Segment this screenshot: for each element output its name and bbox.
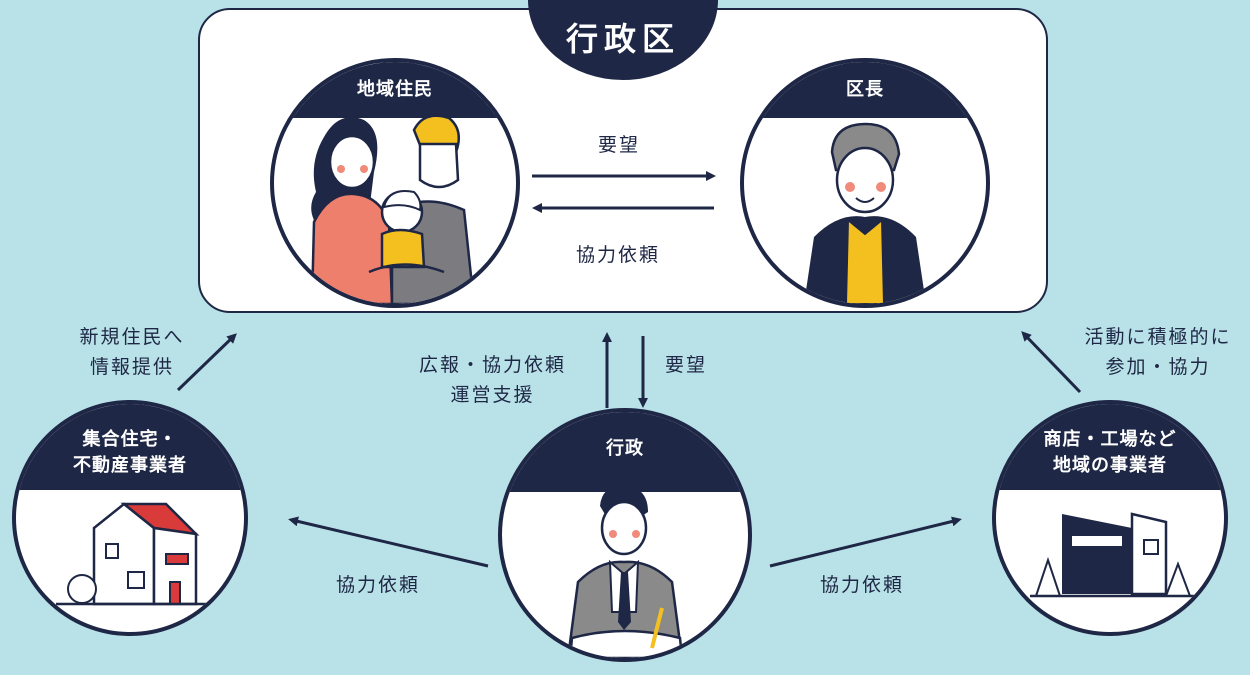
- label-chief-to-residents: 協力依頼: [576, 244, 661, 266]
- business-label-line2: 地域の事業者: [1053, 455, 1167, 476]
- arrow-gov-to-housing: [288, 516, 489, 568]
- shop-factory-illustration: [1030, 512, 1196, 598]
- residents-node: 地域住民: [270, 58, 520, 308]
- government-label: 行政: [606, 438, 644, 459]
- label-housing-to-ward-line2: 情報提供: [89, 356, 174, 378]
- elderly-man-illustration: [804, 122, 926, 304]
- family-illustration: [310, 114, 476, 304]
- housing-label-line1: 集合住宅・: [82, 429, 178, 450]
- government-caption: 行政: [502, 412, 748, 492]
- label-gov-to-business: 協力依頼: [820, 574, 905, 596]
- ward-title: 行政区: [565, 20, 680, 58]
- label-gov-to-ward-line1: 広報・協力依頼: [418, 354, 566, 376]
- housing-label-line2: 不動産事業者: [73, 455, 187, 476]
- label-business-to-ward-line2: 参加・協力: [1105, 356, 1211, 378]
- label-residents-to-chief: 要望: [598, 134, 641, 156]
- label-housing-to-ward: 新規住民へ 情報提供: [62, 322, 202, 382]
- residents-label: 地域住民: [357, 79, 433, 100]
- ward-chief-node: 区長: [740, 58, 990, 308]
- arrow-business-to-ward: [1021, 331, 1082, 394]
- arrow-housing-to-ward: [176, 333, 237, 392]
- business-caption: 商店・工場など 地域の事業者: [996, 404, 1224, 490]
- housing-node: 集合住宅・ 不動産事業者: [12, 400, 248, 636]
- official-illustration: [566, 485, 684, 658]
- label-ward-to-gov: 要望: [665, 354, 708, 376]
- label-gov-to-ward-line2: 運営支援: [450, 384, 535, 406]
- label-business-to-ward-line1: 活動に積極的に: [1084, 326, 1232, 348]
- government-node: 行政: [498, 408, 752, 662]
- label-business-to-ward: 活動に積極的に 参加・協力: [1068, 322, 1248, 382]
- business-node: 商店・工場など 地域の事業者: [992, 400, 1228, 636]
- label-gov-to-housing: 協力依頼: [336, 574, 421, 596]
- ward-chief-caption: 区長: [744, 62, 986, 118]
- label-gov-to-ward: 広報・協力依頼 運営支援: [400, 350, 585, 410]
- residents-caption: 地域住民: [274, 62, 516, 118]
- house-illustration: [56, 502, 211, 606]
- housing-caption: 集合住宅・ 不動産事業者: [16, 404, 244, 490]
- ward-chief-label: 区長: [846, 79, 884, 100]
- label-housing-to-ward-line1: 新規住民へ: [79, 326, 185, 348]
- business-label-line1: 商店・工場など: [1043, 429, 1177, 450]
- arrow-gov-to-business: [769, 516, 962, 568]
